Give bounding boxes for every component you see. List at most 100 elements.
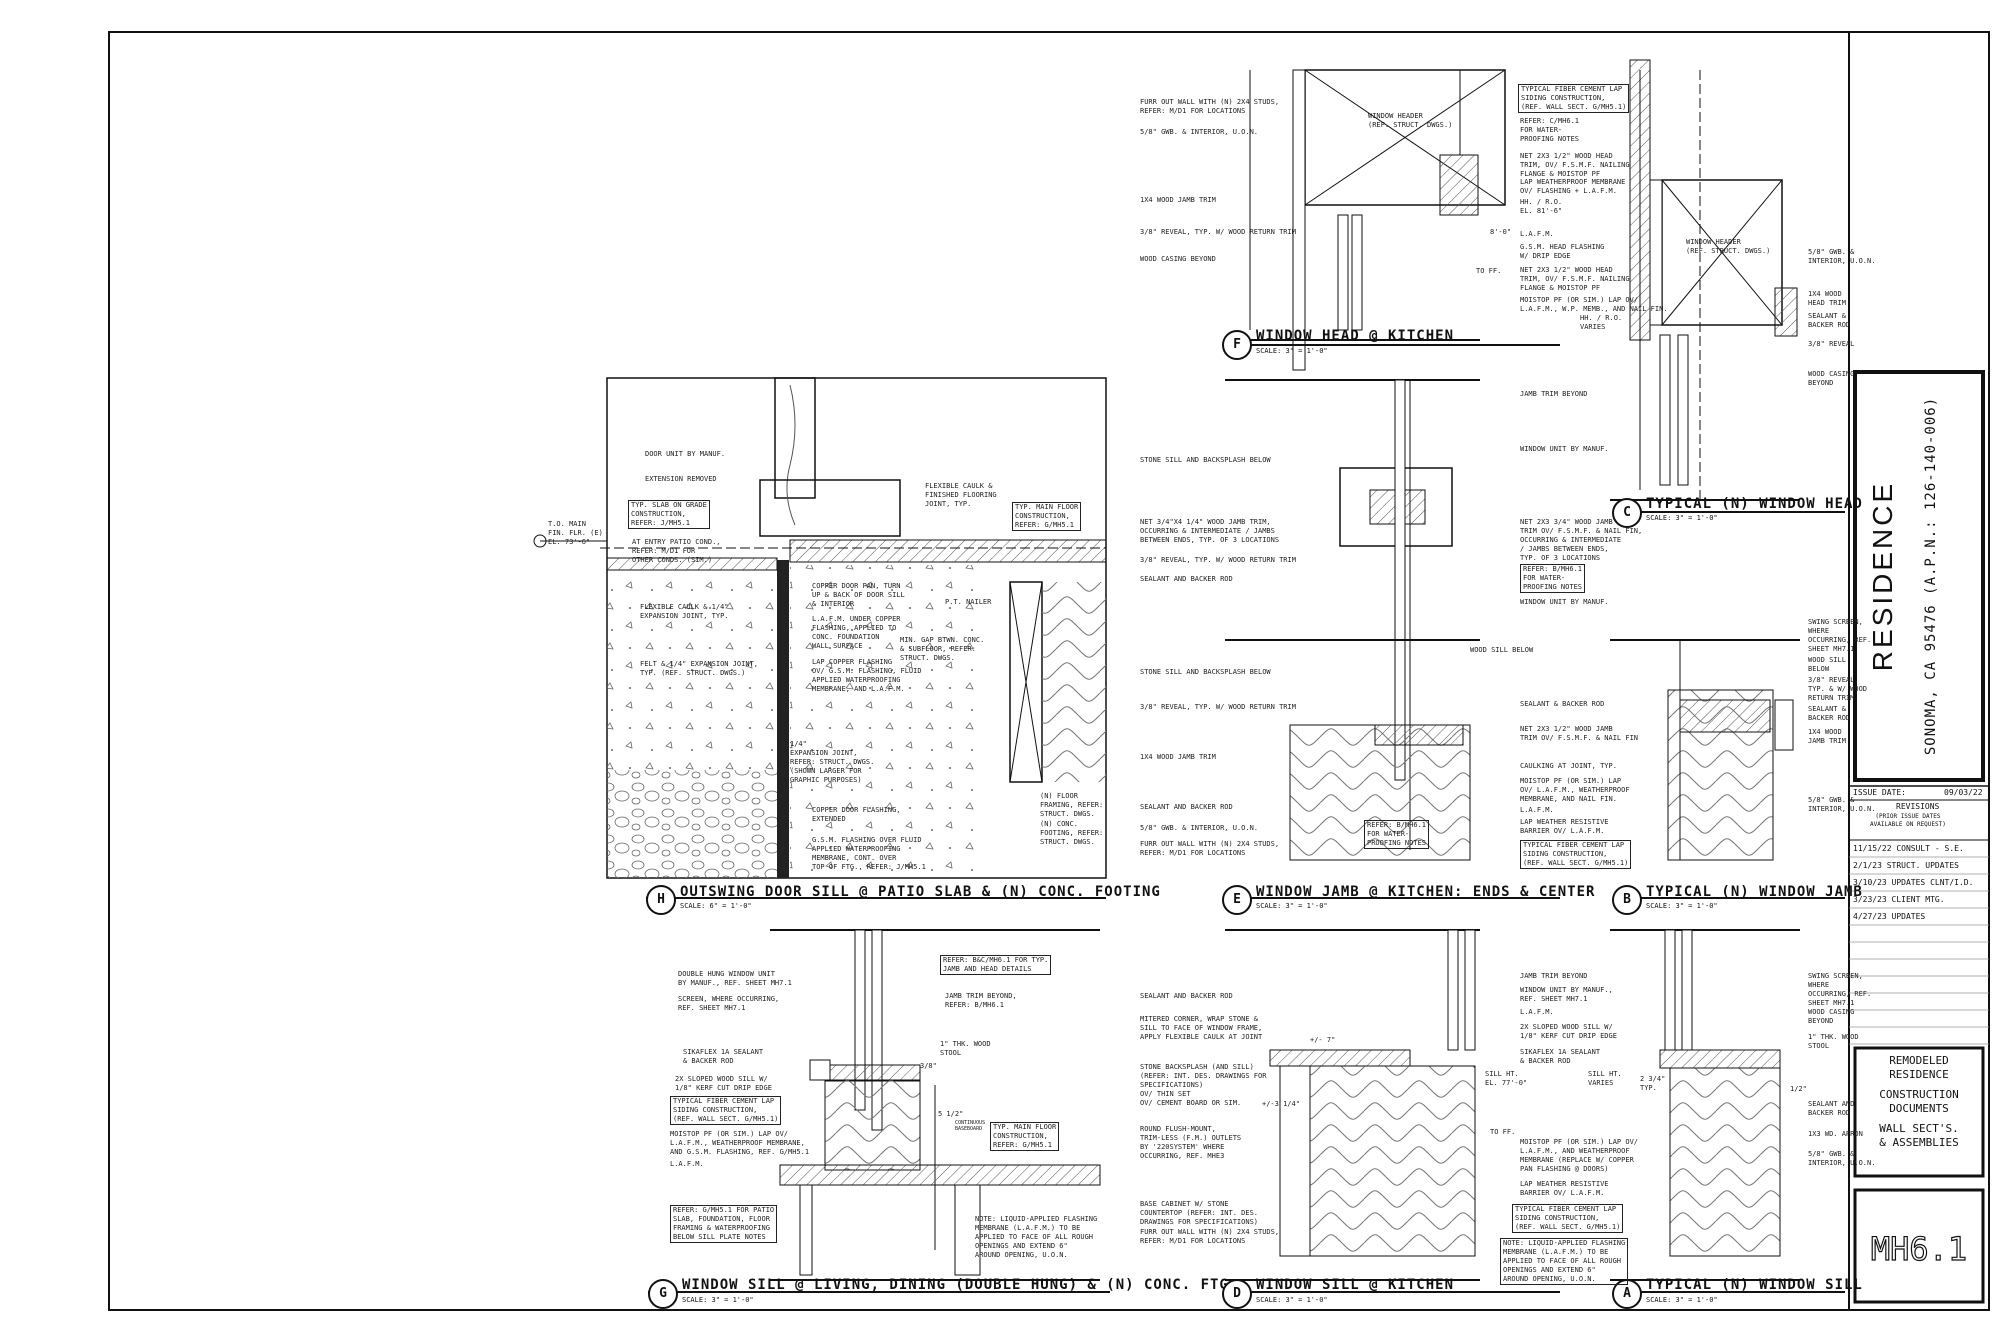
detail-scale-b: SCALE: 3" = 1'-0": [1646, 902, 1718, 910]
note: WOOD SILL BELOW: [1808, 656, 1846, 673]
note: TYPICAL FIBER CEMENT LAP SIDING CONSTRUC…: [1520, 840, 1632, 869]
detail-title-g: WINDOW SILL @ LIVING, DINING (DOUBLE HUN…: [682, 1277, 1239, 1293]
detail-title-h: OUTSWING DOOR SILL @ PATIO SLAB & (N) CO…: [680, 884, 1161, 900]
detail-d-drawing: [1225, 929, 1480, 1281]
note: NOTE: LIQUID-APPLIED FLASHING MEMBRANE (…: [975, 1215, 1098, 1259]
note: WINDOW HEADER (REF. STRUCT. DWGS.): [1368, 112, 1453, 129]
note: +/- 7": [1310, 1036, 1336, 1044]
note: 1x4 WOOD HEAD TRIM: [1808, 290, 1846, 307]
patio-slab-hatch: [606, 557, 778, 571]
note: SEALANT AND BACKER ROD: [1140, 992, 1233, 1000]
note: SIKAFLEX 1A SEALANT & BACKER ROD: [1520, 1048, 1601, 1065]
sheet-title-line: RESIDENCE: [1889, 1068, 1949, 1081]
sheet-title-box: [1853, 1046, 1985, 1178]
sheet-number-box: [1853, 1188, 1985, 1304]
note: TYPICAL FIBER CEMENT LAP SIDING CONSTRUC…: [1512, 1204, 1624, 1233]
note: SEALANT & BACKER ROD: [1808, 312, 1851, 329]
note: L.A.F.M.: [1520, 1008, 1554, 1016]
revision-4: 3/23/23 CLIENT MTG.: [1853, 895, 1945, 904]
note: WINDOW HEADER (REF. STRUCT. DWGS.): [1686, 238, 1771, 255]
note: TYP. MAIN FLOOR CONSTRUCTION, REFER: G/M…: [990, 1122, 1060, 1151]
detail-title-c: TYPICAL (N) WINDOW HEAD: [1646, 496, 1863, 512]
note: SCREEN, WHERE OCCURRING, REF. SHEET MH7.…: [678, 995, 780, 1012]
sheet-title-line: CONSTRUCTION: [1879, 1088, 1959, 1101]
revision-2: 2/1/23 STRUCT. UPDATES: [1853, 861, 1959, 870]
issue-date: 09/03/22: [1944, 788, 1983, 797]
note: CAULKING AT JOINT, TYP.: [1520, 762, 1617, 770]
title-block: RESIDENCE SONOMA, CA 95476 (A.P.N.: 126-…: [1848, 32, 1989, 1310]
detail-h-drawing: [533, 377, 1107, 879]
detail-scale-c: SCALE: 3" = 1'-0": [1646, 514, 1718, 522]
gravel-base: [607, 770, 777, 878]
note: WINDOW UNIT BY MANUF.: [1520, 598, 1609, 606]
detail-bubble-b: B: [1612, 885, 1642, 915]
sheet-title-line: & ASSEMBLIES: [1879, 1136, 1959, 1149]
note: MITERED CORNER, WRAP STONE & SILL TO FAC…: [1140, 1015, 1263, 1041]
detail-bubble-f: F: [1222, 330, 1252, 360]
note: MOISTOP PF (OR SIM.) LAP OV/ L.A.F.M., W…: [670, 1130, 810, 1156]
detail-f-drawing: [1225, 69, 1506, 371]
detail-a-drawing: [1610, 929, 1800, 1281]
detail-scale-d: SCALE: 3" = 1'-0": [1256, 1296, 1328, 1304]
slab-concrete: [607, 570, 777, 770]
note: MOISTOP PF (OR SIM.) LAP OV/ L.A.F.M., A…: [1520, 1138, 1639, 1173]
note: 5/8" GWB. & INTERIOR, U.O.N.: [1808, 1150, 1876, 1167]
detail-title-e: WINDOW JAMB @ KITCHEN: ENDS & CENTER: [1256, 884, 1596, 900]
revision-3: 3/10/23 UPDATES CLNT/I.D.: [1853, 878, 1974, 887]
note: NET 2x3 1/2" WOOD HEAD TRIM, OV/ F.S.M.F…: [1520, 152, 1630, 178]
detail-bubble-e: E: [1222, 885, 1252, 915]
note: STONE SILL AND BACKSPLASH BELOW: [1140, 456, 1271, 464]
note: TO FF.: [1490, 1128, 1516, 1136]
note: AT ENTRY PATIO COND., REFER: M/D1 FOR OT…: [632, 538, 721, 564]
project-name: RESIDENCE: [1867, 481, 1898, 671]
note: DOUBLE HUNG WINDOW UNIT BY MANUF., REF. …: [678, 970, 792, 987]
note: LAP COPPER FLASHING OV/ G.S.M. FLASHING,…: [812, 658, 922, 693]
note: FLEXIBLE CAULK & FINISHED FLOORING JOINT…: [925, 482, 997, 508]
project-address: SONOMA, CA 95476 (A.P.N.: 126-140-006): [1923, 397, 1939, 755]
note: TYP. SLAB ON GRADE CONSTRUCTION, REFER: …: [628, 500, 710, 529]
note: SWING SCREEN, WHERE OCCURRING, REF. SHEE…: [1808, 972, 1872, 1007]
detail-scale-e: SCALE: 3" = 1'-0": [1256, 902, 1328, 910]
note: NET 2x3 1/2" WOOD HEAD TRIM, OV/ F.S.M.F…: [1520, 266, 1630, 292]
note: TYPICAL FIBER CEMENT LAP SIDING CONSTRUC…: [1518, 84, 1630, 113]
note: L.A.F.M.: [670, 1160, 704, 1168]
note: 3/8" REVEAL: [1808, 340, 1855, 348]
detail-b-drawing: [1610, 639, 1800, 861]
note: FELT & 1/4" EXPANSION JOINT, TYP. (REF. …: [640, 660, 759, 677]
note: 2x SLOPED WOOD SILL W/ 1/8" KERF CUT DRI…: [1520, 1023, 1617, 1040]
note: ROUND FLUSH-MOUNT, TRIM-LESS (F.M.) OUTL…: [1140, 1125, 1242, 1160]
sheet-title: REMODELED RESIDENCE CONSTRUCTION DOCUMEN…: [1858, 1054, 1980, 1150]
note: MOISTOP PF (OR SIM.) LAP OV/ L.A.F.M., W…: [1520, 296, 1668, 313]
note: REFER: B&C/MH6.1 FOR TYP. JAMB AND HEAD …: [940, 955, 1052, 975]
note: BASE CABINET W/ STONE COUNTERTOP (REFER:…: [1140, 1200, 1259, 1226]
revision-5: 4/27/23 UPDATES: [1853, 912, 1926, 921]
door-jamb: [774, 377, 816, 499]
note: 5 1/2": [938, 1110, 964, 1118]
note: TYPICAL FIBER CEMENT LAP SIDING CONSTRUC…: [670, 1096, 782, 1125]
sheet-title-line: WALL SECT'S.: [1879, 1122, 1959, 1135]
note: 1/2": [1790, 1085, 1807, 1093]
detail-title-f: WINDOW HEAD @ KITCHEN: [1256, 328, 1455, 344]
note: FURR OUT WALL WITH (N) 2x4 STUDS, REFER:…: [1140, 840, 1280, 857]
detail-c-drawing: [1610, 59, 1800, 501]
note: TYP. MAIN FLOOR CONSTRUCTION, REFER: G/M…: [1012, 502, 1082, 531]
note: STONE BACKSPLASH (AND SILL) (REFER: INT.…: [1140, 1063, 1267, 1107]
note: 5/8" GWB. & INTERIOR, U.O.N.: [1140, 824, 1259, 832]
floor-layers: [789, 539, 1107, 563]
note: MOISTOP PF (OR SIM.) LAP OV/ L.A.F.M., W…: [1520, 777, 1630, 803]
note: FURR OUT WALL WITH (N) 2x4 STUDS, REFER:…: [1140, 98, 1280, 115]
note: REFER: B/MH6.1 FOR WATER- PROOFING NOTES: [1364, 820, 1430, 849]
note: 5/8" GWB. & INTERIOR, U.O.N.: [1808, 796, 1876, 813]
note: 8'-0": [1490, 228, 1512, 236]
note: WOOD CASING BEYOND: [1140, 255, 1216, 263]
note: WINDOW UNIT BY MANUF.: [1520, 445, 1609, 453]
note: WINDOW UNIT BY MANUF., REF. SHEET MH7.1: [1520, 986, 1613, 1003]
note: +/-3 1/4": [1262, 1100, 1300, 1108]
note: L.A.F.M. UNDER COPPER FLASHING, APPLIED …: [812, 615, 901, 650]
detail-bubble-g: G: [648, 1279, 678, 1309]
door-sill: [759, 479, 901, 537]
note: L.A.F.M.: [1520, 806, 1554, 814]
detail-scale-f: SCALE: 3" = 1'-0": [1256, 347, 1328, 355]
note: MIN. GAP BTWN. CONC. & SUBFLOOR, REFER: …: [900, 636, 985, 662]
